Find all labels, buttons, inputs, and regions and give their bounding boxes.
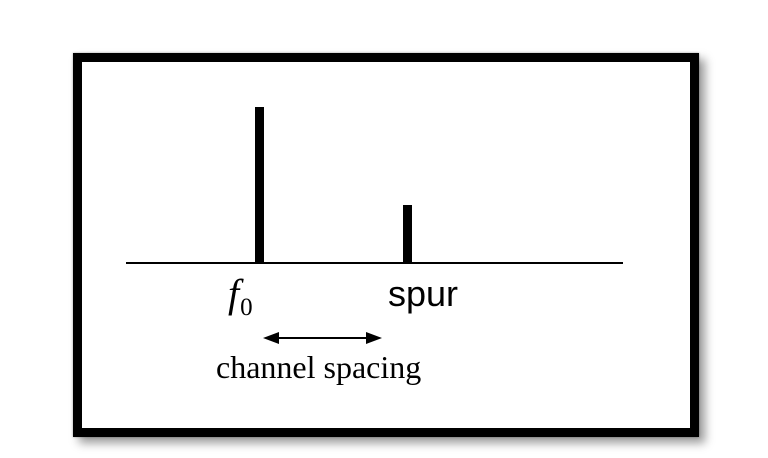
spur-impulse-bar [403, 205, 412, 262]
spectrum-plot-area: f0 spur channel spacing [82, 62, 690, 428]
channel-spacing-label: channel spacing [216, 349, 422, 385]
arrowhead-right-icon [366, 332, 382, 344]
spur-label: spur [388, 273, 459, 314]
channel-spacing-arrow [263, 331, 382, 345]
carrier-impulse-bar [255, 107, 264, 262]
carrier-frequency-label: f0 [228, 271, 253, 321]
figure-frame: f0 spur channel spacing [73, 53, 699, 437]
arrowhead-left-icon [263, 332, 279, 344]
carrier-frequency-symbol: f [228, 271, 240, 316]
frequency-axis-line [126, 262, 623, 264]
arrow-shaft [279, 337, 366, 339]
carrier-frequency-subscript: 0 [240, 294, 253, 321]
